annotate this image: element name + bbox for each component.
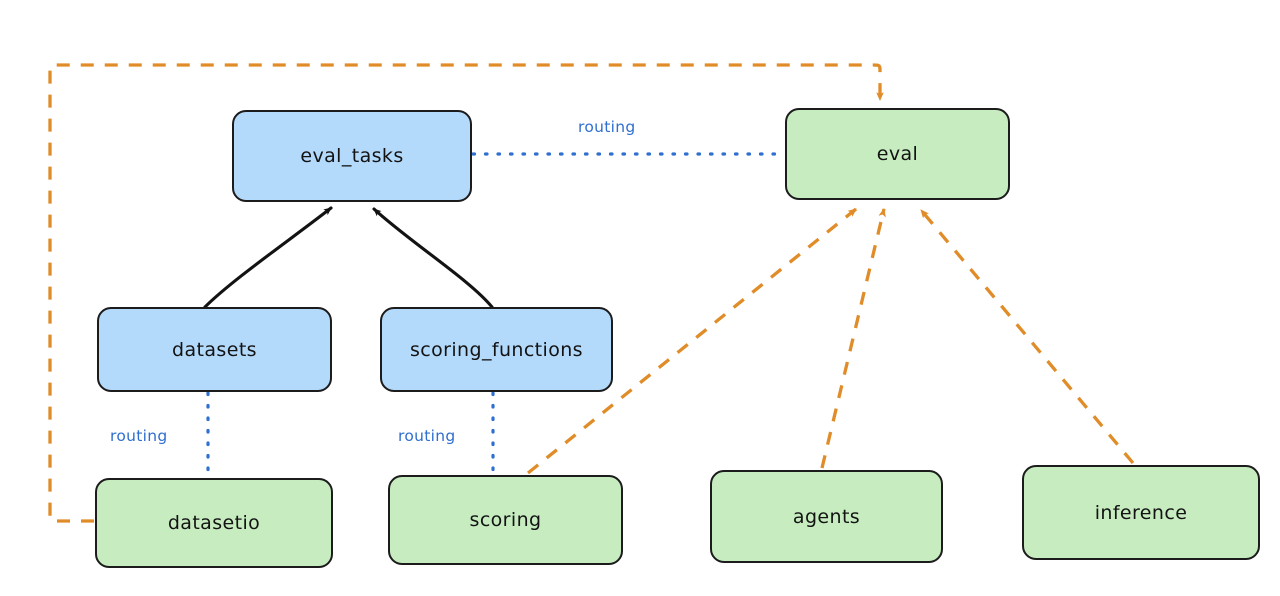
node-eval-tasks-label: eval_tasks (300, 145, 404, 167)
node-eval-label: eval (876, 143, 919, 165)
node-agents[interactable]: agents (710, 470, 943, 563)
edge-agents-to-eval (820, 208, 886, 469)
edge-scoring-functions-to-eval-tasks (372, 207, 494, 309)
edge-datasetio-to-eval (48, 63, 884, 523)
edge-datasets-to-eval-tasks (203, 206, 333, 309)
edge-label-routing-datasets-to-datasetio: routing (110, 427, 168, 445)
node-agents-label: agents (792, 505, 861, 528)
edge-label-routing-eval-tasks-to-eval: routing (578, 118, 636, 136)
node-datasets[interactable]: datasets (97, 307, 332, 392)
node-inference[interactable]: inference (1022, 465, 1260, 560)
edge-inference-to-eval (919, 208, 1135, 465)
node-inference-label: inference (1094, 501, 1188, 524)
node-datasetio[interactable]: datasetio (95, 478, 333, 568)
node-datasetio-label: datasetio (167, 512, 261, 534)
node-scoring[interactable]: scoring (388, 475, 623, 565)
node-eval[interactable]: eval (785, 108, 1010, 200)
node-eval-tasks[interactable]: eval_tasks (232, 110, 472, 202)
edge-label-routing-scoring-functions-to-scoring: routing (398, 427, 456, 445)
node-datasets-label: datasets (172, 338, 257, 361)
node-scoring-functions[interactable]: scoring_functions (380, 307, 613, 392)
node-scoring-label: scoring (469, 509, 542, 531)
node-scoring-functions-label: scoring_functions (410, 338, 583, 361)
